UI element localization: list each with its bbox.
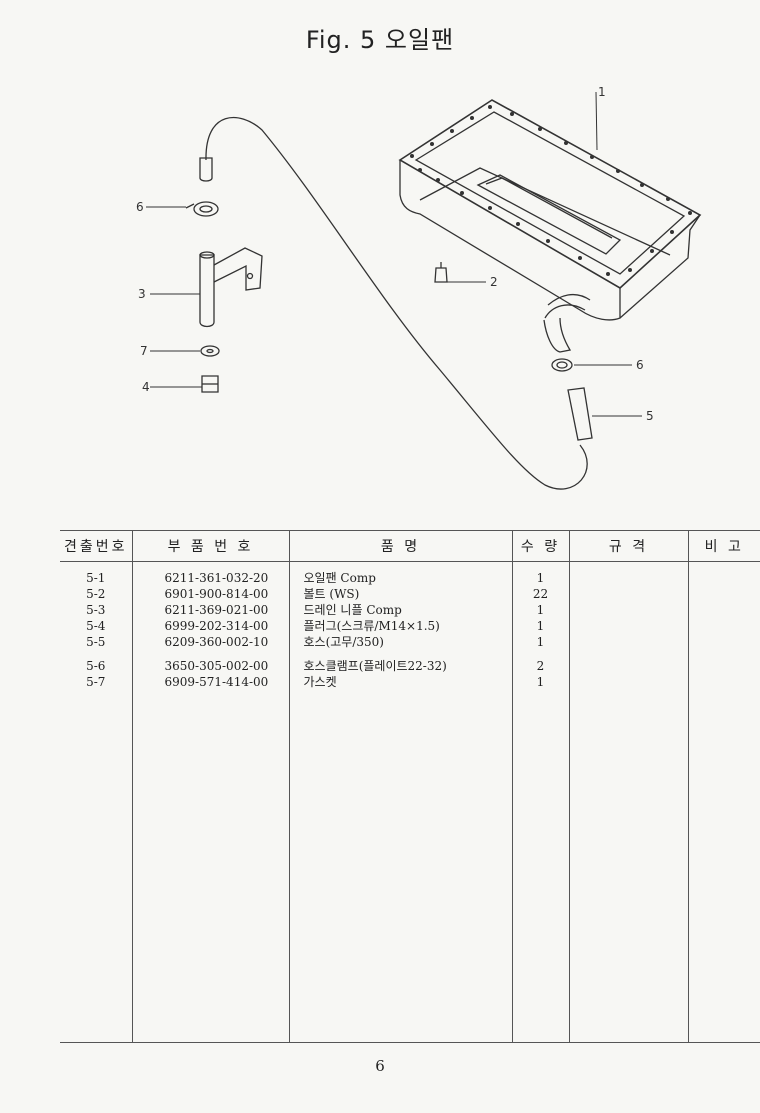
callout-4: 4 xyxy=(142,380,150,394)
table-header-row: 견출번호 부 품 번 호 품 명 수 량 규 격 비 고 xyxy=(60,530,760,562)
drain-nipple xyxy=(199,254,215,328)
page-number: 6 xyxy=(375,1057,385,1075)
callout-3: 3 xyxy=(138,287,146,301)
gasket xyxy=(200,345,220,357)
header-qty: 수 량 xyxy=(511,530,569,562)
callout-5: 5 xyxy=(646,409,654,423)
header-ref: 견출번호 xyxy=(60,530,132,562)
callout-7: 7 xyxy=(140,344,148,358)
table-row: 5-4 6999-202-314-00 플러그(스크류/M14×1.5) 1 xyxy=(60,618,760,634)
oil-pan-exploded-diagram: 1 2 3 4 5 6 6 7 xyxy=(136,85,702,490)
parts-table: 견출번호 부 품 번 호 품 명 수 량 규 격 비 고 5-1 6211-36… xyxy=(60,530,760,1043)
table-row: 5-7 6909-571-414-00 가스켓 1 xyxy=(60,674,760,690)
header-spec: 규 격 xyxy=(568,530,688,562)
header-part-no: 부 품 번 호 xyxy=(131,530,289,562)
oil-pan xyxy=(398,99,702,289)
header-name: 품 명 xyxy=(288,530,512,562)
callout-6-left: 6 xyxy=(136,200,144,214)
hose-clamp xyxy=(551,358,573,372)
header-remarks: 비 고 xyxy=(687,530,760,562)
callout-2: 2 xyxy=(490,275,498,289)
table-row: 5-3 6211-369-021-00 드레인 니플 Comp 1 xyxy=(60,602,760,618)
table-row: 5-6 3650-305-002-00 호스클램프(플레이트22-32) 2 xyxy=(60,658,760,674)
rubber-hose xyxy=(567,387,593,441)
bolt xyxy=(434,267,448,283)
table-row: 5-1 6211-361-032-20 오일팬 Comp 1 xyxy=(60,570,760,586)
hose-line xyxy=(205,116,588,490)
callout-1: 1 xyxy=(598,85,606,99)
callout-6-right: 6 xyxy=(636,358,644,372)
table-row: 5-2 6901-900-814-00 볼트 (WS) 22 xyxy=(60,586,760,602)
table-row: 5-5 6209-360-002-10 호스(고무/350) 1 xyxy=(60,634,760,650)
page-title: Fig. 5 오일팬 xyxy=(305,26,455,54)
